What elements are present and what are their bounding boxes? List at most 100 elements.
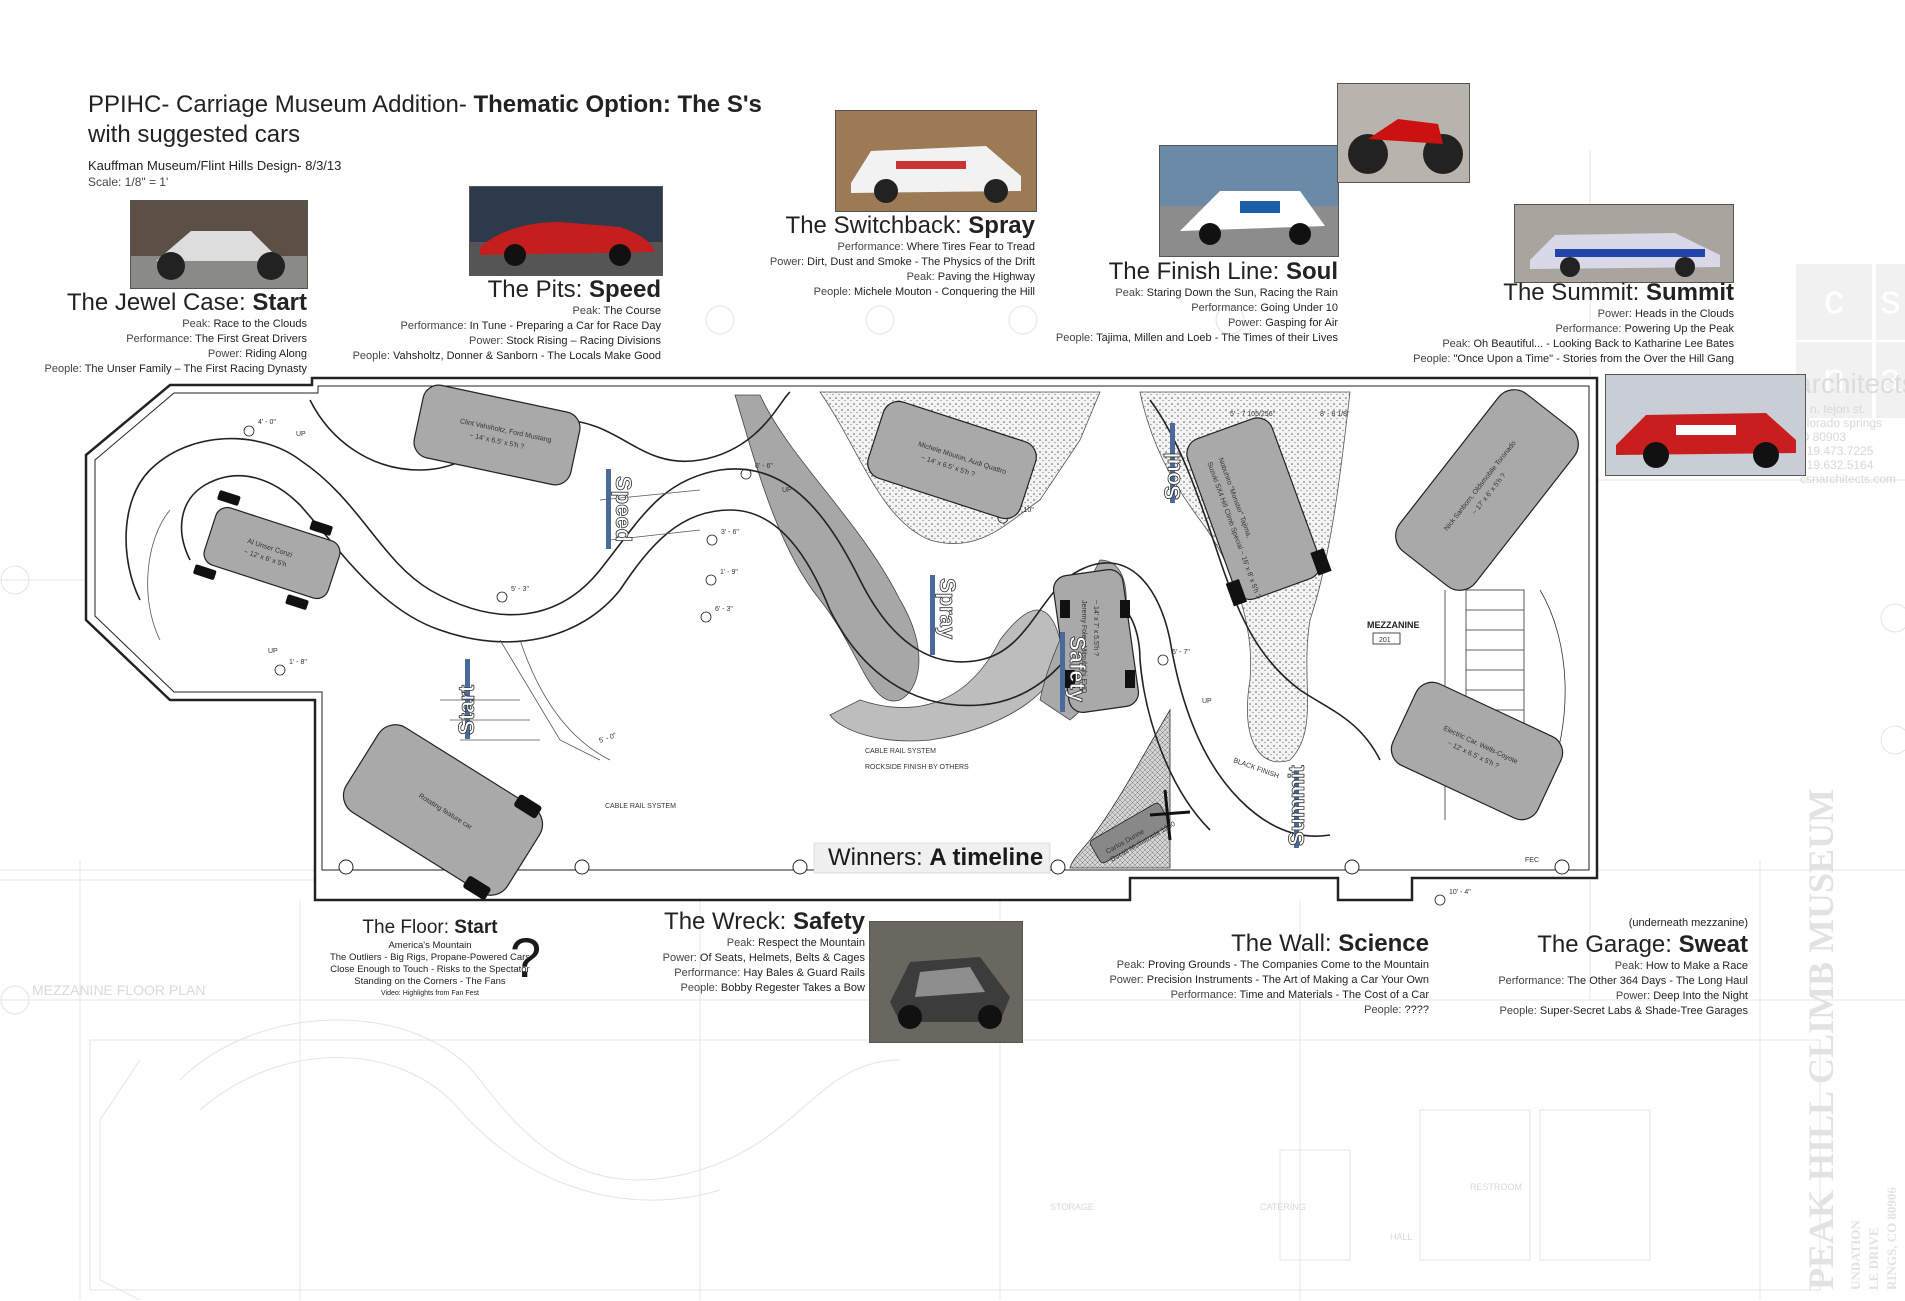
photo-finish-line-bike xyxy=(1337,83,1470,183)
track-detail xyxy=(519,639,611,761)
zone-title-bold: Soul xyxy=(1286,258,1338,285)
zone-row: America's Mountain xyxy=(388,940,472,951)
firm-address-line3: O 80903 xyxy=(1800,430,1847,444)
row-value: Tajima, Millen and Loeb - The Times of t… xyxy=(1096,332,1338,344)
firm-phone2: 719.632.5164 xyxy=(1800,458,1874,472)
row-value: Riding Along xyxy=(245,348,307,360)
row-key: People: xyxy=(1499,1005,1540,1017)
photo-finish-line-car-art xyxy=(1160,146,1338,256)
row-key: Performance: xyxy=(126,333,196,345)
zone-row: The Outliers - Big Rigs, Propane-Powered… xyxy=(329,952,531,963)
firm-letter-s: s xyxy=(1876,264,1905,340)
zone-row: Power: Stock Rising – Racing Divisions xyxy=(353,334,661,349)
ghost-catering-label: CATERING xyxy=(1260,1202,1306,1212)
zone-jewel-case-title: The Jewel Case: Start xyxy=(45,289,307,317)
row-key: Power: xyxy=(207,348,246,360)
page-subtitle: Kauffman Museum/Flint Hills Design- 8/3/… xyxy=(88,158,342,173)
zone-title-regular: The Wall: xyxy=(1231,930,1339,957)
zone-row: Power: Precision Instruments - The Art o… xyxy=(1109,973,1429,988)
row-key: Performance: xyxy=(674,967,744,979)
track-detail xyxy=(440,699,540,741)
dim-label: 1' - 8" xyxy=(289,659,307,666)
row-key: People: xyxy=(1413,353,1454,365)
row-value: Of Seats, Helmets, Belts & Cages xyxy=(699,952,865,964)
dim-label: 6' - 7" xyxy=(1172,649,1190,656)
zone-title-regular: The Switchback: xyxy=(785,212,969,239)
track-line-right xyxy=(1149,399,1381,761)
row-key: People: xyxy=(352,350,393,362)
winners-banner xyxy=(813,842,1051,874)
car-tajima: Nobuhiro "Monster" Tajima, Suzuki SX4 Hi… xyxy=(1186,417,1332,607)
zone-row: Power: Gasping for Air xyxy=(1056,316,1338,331)
row-key: Performance: xyxy=(837,241,907,253)
row-key: People: xyxy=(813,286,855,298)
up-label: UP xyxy=(268,648,278,655)
firm-phone1: 719.473.7225 xyxy=(1800,444,1874,458)
row-key: Peak: xyxy=(572,305,604,317)
row-value: Gasping for Air xyxy=(1265,317,1338,329)
photo-jewel-case-car-art xyxy=(131,201,307,288)
zone-summit: The Summit: Summit Power: Heads in the C… xyxy=(1413,279,1734,367)
row-value: Powering Up the Peak xyxy=(1624,323,1734,335)
row-value: Where Tires Fear to Tread xyxy=(906,241,1035,253)
zone-row: Performance: Going Under 10 xyxy=(1056,301,1338,316)
zone-row: Power: Deep Into the Night xyxy=(1498,989,1748,1004)
zone-title-regular: The Garage: xyxy=(1537,931,1679,958)
zone-row: Power: Of Seats, Helmets, Belts & Cages xyxy=(663,951,865,966)
firm-address: 2 n. tejon st. olorado springs O 80903 7… xyxy=(1800,402,1905,486)
photo-summit-racecar xyxy=(1605,374,1806,476)
photo-summit-car xyxy=(1514,204,1734,283)
zone-row: Performance: Hay Bales & Guard Rails xyxy=(663,966,865,981)
ghost-restroom-label: RESTROOM xyxy=(1470,1182,1522,1192)
zone-row: Peak: Staring Down the Sun, Racing the R… xyxy=(1056,286,1338,301)
car-vahsholtz: Clint Vahsholtz, Ford Mustang ~ 14' x 6.… xyxy=(413,384,581,486)
zone-row: Peak: The Course xyxy=(353,304,661,319)
zone-row: Close Enough to Touch - Risks to the Spe… xyxy=(330,964,530,975)
switchback-gray-left xyxy=(734,394,920,702)
zone-title-regular: The Wreck: xyxy=(664,908,793,935)
row-value: The Course xyxy=(603,305,661,317)
row-key: Peak: xyxy=(1442,338,1474,350)
track-detail xyxy=(599,489,701,541)
columns xyxy=(338,859,1570,875)
car-mouton: Michele Mouton, Audi Quattro ~ 14' x 6.5… xyxy=(867,400,1037,520)
header: PPIHC- Carriage Museum Addition- Themati… xyxy=(88,90,762,189)
zone-row: Peak: Respect the Mountain xyxy=(663,936,865,951)
mezzanine-number-box xyxy=(1372,632,1401,645)
zone-row: Peak: Oh Beautiful... - Looking Back to … xyxy=(1413,337,1734,352)
row-value: Paving the Highway xyxy=(937,271,1035,283)
title-bold: Thematic Option: The S's xyxy=(473,91,762,118)
zone-row: Power: Riding Along xyxy=(45,347,307,362)
zone-pits-title: The Pits: Speed xyxy=(353,276,661,304)
zone-wall-title: The Wall: Science xyxy=(1109,930,1429,958)
row-key: Power: xyxy=(1227,317,1266,329)
dim-label: 10' - 4" xyxy=(1449,889,1471,896)
page-scale: Scale: 1/8" = 1' xyxy=(88,175,169,189)
zone-row: Power: Dirt, Dust and Smoke - The Physic… xyxy=(770,255,1035,270)
row-key: Performance: xyxy=(1170,989,1240,1001)
cable-rail-label-2: CABLE RAIL SYSTEM xyxy=(865,748,936,755)
row-value: How to Make a Race xyxy=(1645,960,1748,972)
zone-title-regular: The Pits: xyxy=(487,276,589,303)
dim-label: 4' - 0" xyxy=(258,419,276,426)
firm-address-line2: olorado springs xyxy=(1800,416,1883,430)
zone-finish-line: The Finish Line: Soul Peak: Staring Down… xyxy=(1056,258,1338,346)
photo-finish-line-bike-art xyxy=(1338,84,1469,182)
dim-label: 6' - 3" xyxy=(715,606,733,613)
row-value: Heads in the Clouds xyxy=(1634,308,1734,320)
zone-wreck: The Wreck: Safety Peak: Respect the Moun… xyxy=(663,908,865,996)
row-key: Performance: xyxy=(1555,323,1625,335)
row-key: People: xyxy=(680,982,721,994)
row-value: Proving Grounds - The Companies Come to … xyxy=(1147,959,1429,971)
zone-row: Video: Highlights from Fan Fest xyxy=(381,990,479,997)
row-value: Bobby Regester Takes a Bow xyxy=(720,982,865,994)
rockside-label: ROCKSIDE FINISH BY OTHERS xyxy=(865,764,969,771)
row-key: People: xyxy=(1055,332,1097,344)
car-unser: Al Unser Conzi ~ 12' x 6' x 5'h xyxy=(193,490,341,610)
firm-name: architects xyxy=(1796,368,1905,399)
photo-switchback-car xyxy=(835,110,1037,212)
mezzanine-number: 201 xyxy=(1379,637,1391,644)
firm-letter-a: a xyxy=(1876,342,1905,418)
zone-row: People: ???? xyxy=(1109,1003,1429,1018)
row-value: The Unser Family – The First Racing Dyna… xyxy=(84,363,307,375)
